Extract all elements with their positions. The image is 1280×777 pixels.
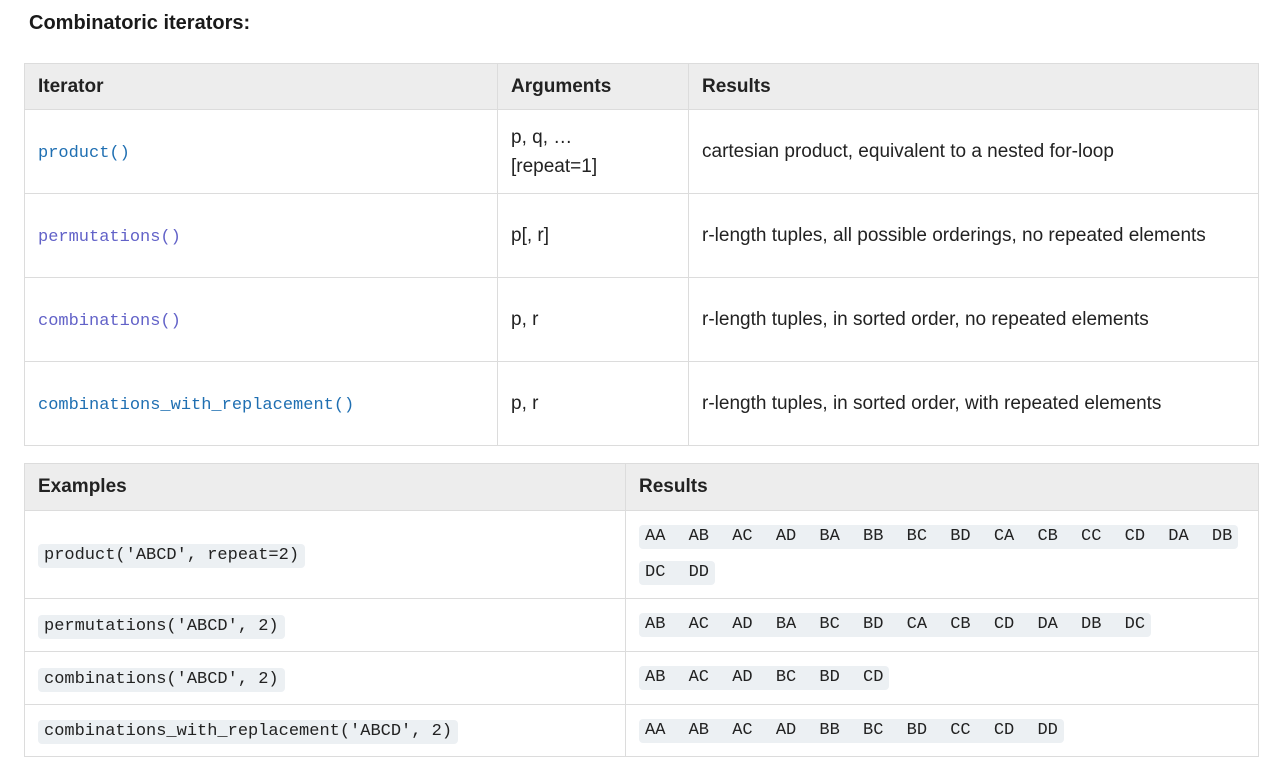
iterator-cell: combinations() bbox=[24, 277, 498, 363]
example-results-cell: AA AB AC AD BA BB BC BD CA CB CC CD DA D… bbox=[625, 509, 1259, 600]
example-results-code: AB AC AD BA BC BD CA CB CD DA DB DC bbox=[639, 613, 1152, 638]
column-header-results: Results bbox=[625, 463, 1259, 511]
results-cell: r-length tuples, all possible orderings,… bbox=[688, 193, 1259, 279]
example-results-cell: AB AC AD BA BC BD CA CB CD DA DB DC bbox=[625, 598, 1259, 652]
example-code: combinations_with_replacement('ABCD', 2) bbox=[38, 720, 459, 745]
example-results-cell: AB AC AD BC BD CD bbox=[625, 650, 1259, 705]
arguments-text: p, r bbox=[511, 393, 539, 415]
example-row-combinations-with-replacement: combinations_with_replacement('ABCD', 2)… bbox=[24, 703, 1259, 758]
example-code: permutations('ABCD', 2) bbox=[38, 614, 285, 639]
example-code: combinations('ABCD', 2) bbox=[38, 667, 285, 692]
column-header-results: Results bbox=[688, 62, 1259, 111]
iterators-table: Iterator Arguments Results product() p, … bbox=[24, 62, 1259, 447]
table-row-combinations: combinations() p, r r-length tuples, in … bbox=[24, 277, 1259, 363]
column-header-examples: Examples bbox=[24, 463, 626, 511]
arguments-text: p, r bbox=[511, 309, 539, 331]
example-cell: permutations('ABCD', 2) bbox=[24, 598, 626, 652]
example-cell: product('ABCD', repeat=2) bbox=[24, 509, 626, 600]
example-cell: combinations('ABCD', 2) bbox=[24, 650, 626, 705]
table-row-permutations: permutations() p[, r] r-length tuples, a… bbox=[24, 193, 1259, 279]
example-row-permutations: permutations('ABCD', 2) AB AC AD BA BC B… bbox=[24, 598, 1259, 652]
table-row-product: product() p, q, … [repeat=1] cartesian p… bbox=[24, 109, 1259, 195]
example-code: product('ABCD', repeat=2) bbox=[38, 544, 306, 569]
examples-table: Examples Results product('ABCD', repeat=… bbox=[24, 463, 1259, 758]
link-permutations[interactable]: permutations() bbox=[38, 227, 181, 247]
arguments-cell: p, q, … [repeat=1] bbox=[497, 109, 689, 195]
example-row-product: product('ABCD', repeat=2) AA AB AC AD BA… bbox=[24, 509, 1259, 600]
table-row-combinations-with-replacement: combinations_with_replacement() p, r r-l… bbox=[24, 361, 1259, 447]
link-combinations-with-replacement[interactable]: combinations_with_replacement() bbox=[38, 395, 355, 415]
arguments-cell: p, r bbox=[497, 277, 689, 363]
results-cell: r-length tuples, in sorted order, with r… bbox=[688, 361, 1259, 447]
arguments-cell: p, r bbox=[497, 361, 689, 447]
arguments-text: p[, r] bbox=[511, 225, 550, 247]
link-combinations[interactable]: combinations() bbox=[38, 311, 181, 331]
column-header-iterator: Iterator bbox=[24, 62, 498, 111]
examples-table-header-row: Examples Results bbox=[24, 463, 1259, 511]
example-results-cell: AA AB AC AD BB BC BD CC CD DD bbox=[625, 703, 1259, 758]
iterator-cell: product() bbox=[24, 109, 498, 195]
results-cell: r-length tuples, in sorted order, no rep… bbox=[688, 277, 1259, 363]
iterator-cell: permutations() bbox=[24, 193, 498, 279]
example-row-combinations: combinations('ABCD', 2) AB AC AD BC BD C… bbox=[24, 650, 1259, 705]
example-results-code: AA AB AC AD BB BC BD CC CD DD bbox=[639, 718, 1064, 743]
link-product[interactable]: product() bbox=[38, 143, 130, 163]
example-results-code: AA AB AC AD BA BB BC BD CA CB CC CD DA D… bbox=[639, 524, 1239, 585]
iterators-table-header-row: Iterator Arguments Results bbox=[24, 62, 1259, 111]
iterator-cell: combinations_with_replacement() bbox=[24, 361, 498, 447]
column-header-arguments: Arguments bbox=[497, 62, 689, 111]
section-title: Combinatoric iterators: bbox=[29, 12, 251, 34]
results-cell: cartesian product, equivalent to a neste… bbox=[688, 109, 1259, 195]
arguments-cell: p[, r] bbox=[497, 193, 689, 279]
example-cell: combinations_with_replacement('ABCD', 2) bbox=[24, 703, 626, 758]
example-results-code: AB AC AD BC BD CD bbox=[639, 665, 890, 690]
arguments-text: p, q, … [repeat=1] bbox=[511, 126, 598, 177]
